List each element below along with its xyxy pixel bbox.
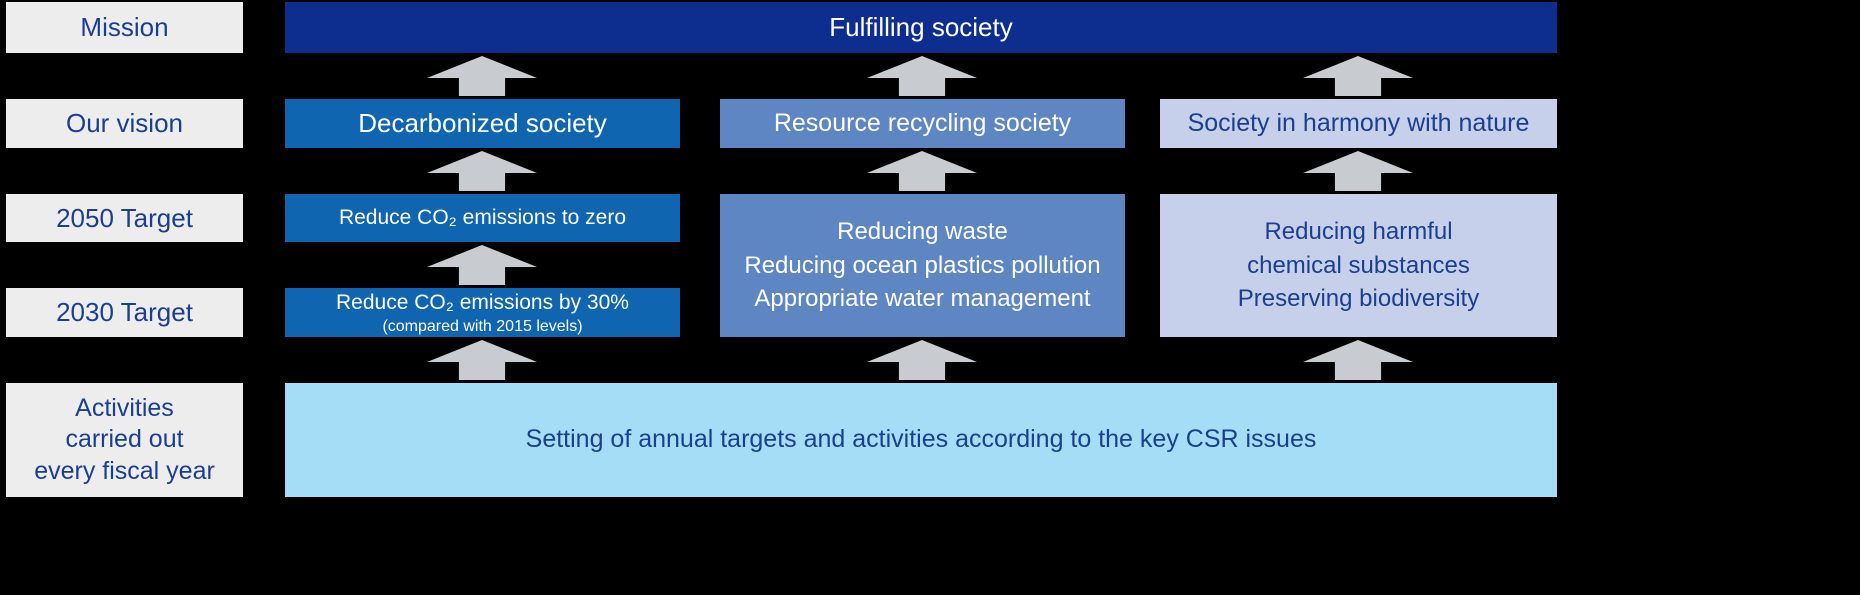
row-label-our-vision: Our vision <box>6 99 243 148</box>
mission-bar-text: Fulfilling society <box>829 11 1013 42</box>
row-label-activities: Activities carried out every fiscal year <box>6 383 243 497</box>
vision-society-in-harmony-with-nature-text: Society in harmony with nature <box>1187 108 1530 137</box>
nature-target-line1: Reducing harmful <box>1264 218 1453 246</box>
target-2030-co2-30-note: (compared with 2015 levels) <box>382 318 583 336</box>
up-arrow-icon <box>427 340 537 380</box>
activities-content-text: Setting of annual targets and activities… <box>525 425 1317 454</box>
up-arrow-icon <box>1303 151 1413 191</box>
row-label-mission: Mission <box>6 2 243 53</box>
target-2050-co2-zero: Reduce CO₂ emissions to zero <box>285 194 680 242</box>
vision-decarbonized-society-text: Decarbonized society <box>358 107 607 138</box>
target-2030-co2-30: Reduce CO₂ emissions by 30% (compared wi… <box>285 288 680 337</box>
up-arrow-icon <box>427 151 537 191</box>
row-label-mission-text: Mission <box>80 12 169 43</box>
harmony-with-nature-targets-block: Reducing harmful chemical substances Pre… <box>1160 194 1557 337</box>
up-arrow-icon <box>427 56 537 96</box>
up-arrow-icon <box>867 56 977 96</box>
up-arrow-icon <box>1303 56 1413 96</box>
row-label-activities-line1: Activities <box>75 394 174 423</box>
row-label-2050-target-text: 2050 Target <box>56 202 193 233</box>
target-2050-co2-zero-text: Reduce CO₂ emissions to zero <box>338 205 627 229</box>
row-label-2050-target: 2050 Target <box>6 194 243 242</box>
row-label-activities-line3: every fiscal year <box>34 456 215 485</box>
row-label-2030-target-text: 2030 Target <box>56 297 193 328</box>
row-label-activities-line2: carried out <box>65 425 184 454</box>
up-arrow-icon <box>1303 340 1413 380</box>
row-label-2030-target: 2030 Target <box>6 288 243 337</box>
up-arrow-icon <box>427 245 537 285</box>
resource-target-line3: Appropriate water management <box>754 285 1091 313</box>
target-2030-co2-30-text: Reduce CO₂ emissions by 30% <box>336 291 629 315</box>
up-arrow-icon <box>867 340 977 380</box>
nature-target-line2: chemical substances <box>1247 251 1470 279</box>
resource-recycling-targets-block: Reducing waste Reducing ocean plastics p… <box>720 194 1125 337</box>
vision-society-in-harmony-with-nature: Society in harmony with nature <box>1160 99 1557 148</box>
resource-target-line2: Reducing ocean plastics pollution <box>744 251 1101 279</box>
up-arrow-icon <box>867 151 977 191</box>
vision-decarbonized-society: Decarbonized society <box>285 99 680 148</box>
nature-target-line3: Preserving biodiversity <box>1237 285 1480 313</box>
vision-resource-recycling-society-text: Resource recycling society <box>773 108 1072 137</box>
activities-content-bar: Setting of annual targets and activities… <box>285 383 1557 497</box>
vision-resource-recycling-society: Resource recycling society <box>720 99 1125 148</box>
mission-bar: Fulfilling society <box>285 2 1557 53</box>
row-label-our-vision-text: Our vision <box>65 108 184 139</box>
resource-target-line1: Reducing waste <box>837 218 1008 246</box>
